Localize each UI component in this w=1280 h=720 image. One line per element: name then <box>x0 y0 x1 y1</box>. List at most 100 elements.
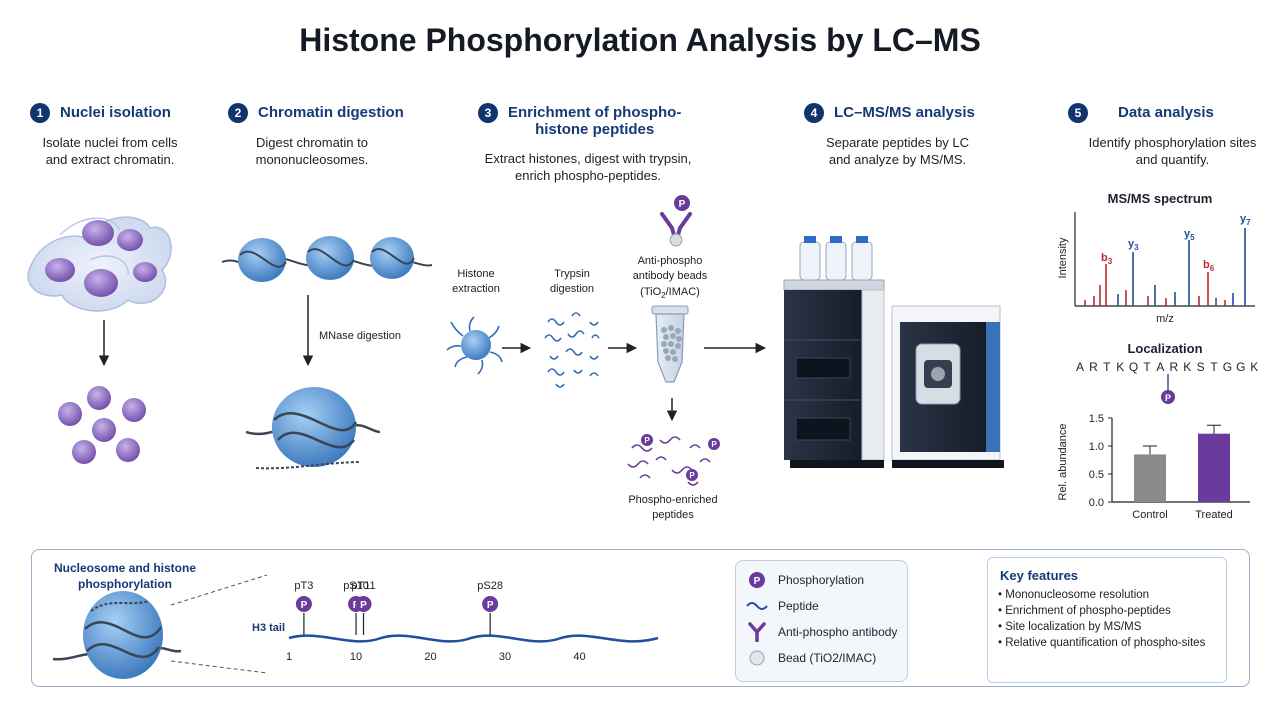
histone-illustration <box>446 316 503 375</box>
bar-ytick-label: 1.0 <box>1089 441 1104 453</box>
legend-peptide: Peptide <box>746 593 907 619</box>
key-feature-3: • Site localization by MS/MS <box>998 621 1142 633</box>
svg-text:P: P <box>487 600 494 611</box>
sequence-residue: T <box>1210 360 1218 374</box>
zoom-line-top <box>170 574 268 606</box>
bar-ytick-label: 1.5 <box>1089 413 1104 425</box>
residue-axis-tick: 40 <box>573 651 585 663</box>
residue-axis-tick: 1 <box>286 651 292 663</box>
h3-tail-label: H3 tail <box>252 622 285 634</box>
sequence-residue: T <box>1103 360 1111 374</box>
svg-text:P: P <box>301 600 308 611</box>
h3-tail-peptide <box>288 634 659 643</box>
ion-b6: b6 <box>1203 259 1215 273</box>
bar-category-label: Control <box>1132 509 1167 521</box>
step-2-header: 2 Chromatin digestion <box>228 103 404 123</box>
sequence-residue: K <box>1183 360 1191 374</box>
site-phospho-icon <box>355 596 372 612</box>
step-4-title: LC–MS/MS analysis <box>834 104 975 121</box>
sequence-residue: K <box>1116 360 1124 374</box>
key-feature-2: • Enrichment of phospho-peptides <box>998 605 1171 617</box>
trypsin-label-2: digestion <box>550 283 594 295</box>
svg-text:P: P <box>754 576 761 587</box>
step-3-title-line-2: histone peptides <box>535 121 655 138</box>
cells-illustration <box>27 216 172 312</box>
key-feature-4: • Relative quantification of phospho-sit… <box>998 637 1206 649</box>
svg-text:P: P <box>1165 393 1171 403</box>
step-3-number: 3 <box>478 103 498 123</box>
spectrum-xlabel: m/z <box>1156 313 1174 325</box>
sequence-residue: K <box>1250 360 1258 374</box>
spectrum-ylabel: Intensity <box>1057 237 1069 278</box>
svg-text:P: P <box>711 440 717 449</box>
step-2-description: Digest chromatin to mononucleosomes. <box>255 135 369 167</box>
workflow-illustration: MNase digestion Histone extraction Tryps… <box>27 191 1258 521</box>
spin-column-illustration <box>651 305 689 383</box>
mononucleosome-illustration <box>245 387 381 470</box>
bar-treated <box>1198 433 1230 502</box>
bead-icon <box>749 650 765 666</box>
trypsin-label-1: Trypsin <box>554 268 590 280</box>
antibody-icon: P <box>660 195 692 247</box>
step-5-title: Data analysis <box>1118 104 1214 121</box>
site-phospho-icon <box>482 596 499 612</box>
localization-phospho-icon <box>1161 390 1175 404</box>
residue-axis-tick: 10 <box>350 651 362 663</box>
key-features-title: Key features <box>1000 568 1079 583</box>
bar-ylabel: Rel. abundance <box>1057 423 1069 500</box>
zoom-line-bottom <box>170 660 268 674</box>
bottom-nucleosome-illustration <box>52 591 182 679</box>
svg-text:P: P <box>679 199 686 210</box>
bar-category-label: Treated <box>1195 509 1233 521</box>
beads-label-3: (TiO2/IMAC) <box>640 286 700 300</box>
site-label: pS28 <box>477 580 503 592</box>
step-5-description: Identify phosphorylation sites and quant… <box>1088 135 1257 167</box>
phospho-enriched-label-2: peptides <box>652 509 694 521</box>
ion-b3: b3 <box>1101 252 1113 266</box>
bar-control <box>1134 454 1166 502</box>
sequence-residue: Q <box>1129 360 1138 374</box>
nuclei-illustration <box>58 386 146 464</box>
antibody-legend-icon <box>748 622 766 642</box>
localization-title: Localization <box>1127 341 1202 356</box>
phospho-peptides-illustration: P P P <box>627 434 720 486</box>
step-4-description: Separate peptides by LC and analyze by M… <box>825 135 970 167</box>
peptide-fragments-illustration <box>544 312 600 388</box>
sequence-residue: S <box>1197 360 1205 374</box>
key-features-box: Key features • Mononucleosome resolution… <box>987 557 1227 683</box>
histone-extraction-label-2: extraction <box>452 283 500 295</box>
sequence-residue: T <box>1143 360 1151 374</box>
beads-label-1: Anti-phospho <box>638 255 703 267</box>
step-4-number: 4 <box>804 103 824 123</box>
sequence-residue: R <box>1089 360 1098 374</box>
lcms-instrument-illustration <box>783 236 1004 468</box>
step-2-title: Chromatin digestion <box>258 104 404 121</box>
ion-y7: y7 <box>1240 213 1251 227</box>
step-4-header: 4 LC–MS/MS analysis <box>804 103 975 123</box>
bottom-panel <box>31 549 1250 687</box>
step-1-header: 1 Nuclei isolation <box>30 103 171 123</box>
bar-ytick-label: 0.0 <box>1089 497 1104 509</box>
site-phospho-icon <box>295 596 312 612</box>
ms-spectrum-plot: Intensity m/z b3 y3 y5 b6 y7 <box>1057 212 1255 325</box>
site-label: pS10 <box>343 580 369 592</box>
step-2-number: 2 <box>228 103 248 123</box>
sequence-residue: G <box>1236 360 1245 374</box>
svg-text:P: P <box>689 471 695 480</box>
step-5-header: 5 Data analysis <box>1068 103 1214 123</box>
ion-y3: y3 <box>1128 238 1139 252</box>
site-label: pT3 <box>294 580 313 592</box>
ion-y5: y5 <box>1184 228 1195 242</box>
page-title: Histone Phosphorylation Analysis by LC–M… <box>299 22 981 58</box>
bottom-panel-title: Nucleosome and histone phosphorylation <box>53 561 197 591</box>
step-3-header: 3 Enrichment of phospho- histone peptide… <box>478 103 681 138</box>
phospho-enriched-label-1: Phospho-enriched <box>628 494 717 506</box>
mnase-label: MNase digestion <box>319 330 401 342</box>
residue-axis-tick: 30 <box>499 651 511 663</box>
site-label: pT11 <box>351 580 375 592</box>
spectrum-title: MS/MS spectrum <box>1108 191 1213 206</box>
sequence-residue: A <box>1156 360 1164 374</box>
